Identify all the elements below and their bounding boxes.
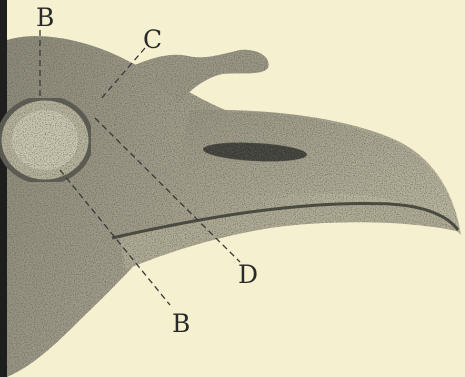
left-border-strip	[0, 0, 7, 377]
label-top-b: B	[36, 3, 54, 32]
label-d: D	[238, 260, 258, 289]
eye	[12, 110, 78, 170]
label-c: C	[143, 25, 162, 54]
label-bottom-b: B	[172, 309, 190, 338]
